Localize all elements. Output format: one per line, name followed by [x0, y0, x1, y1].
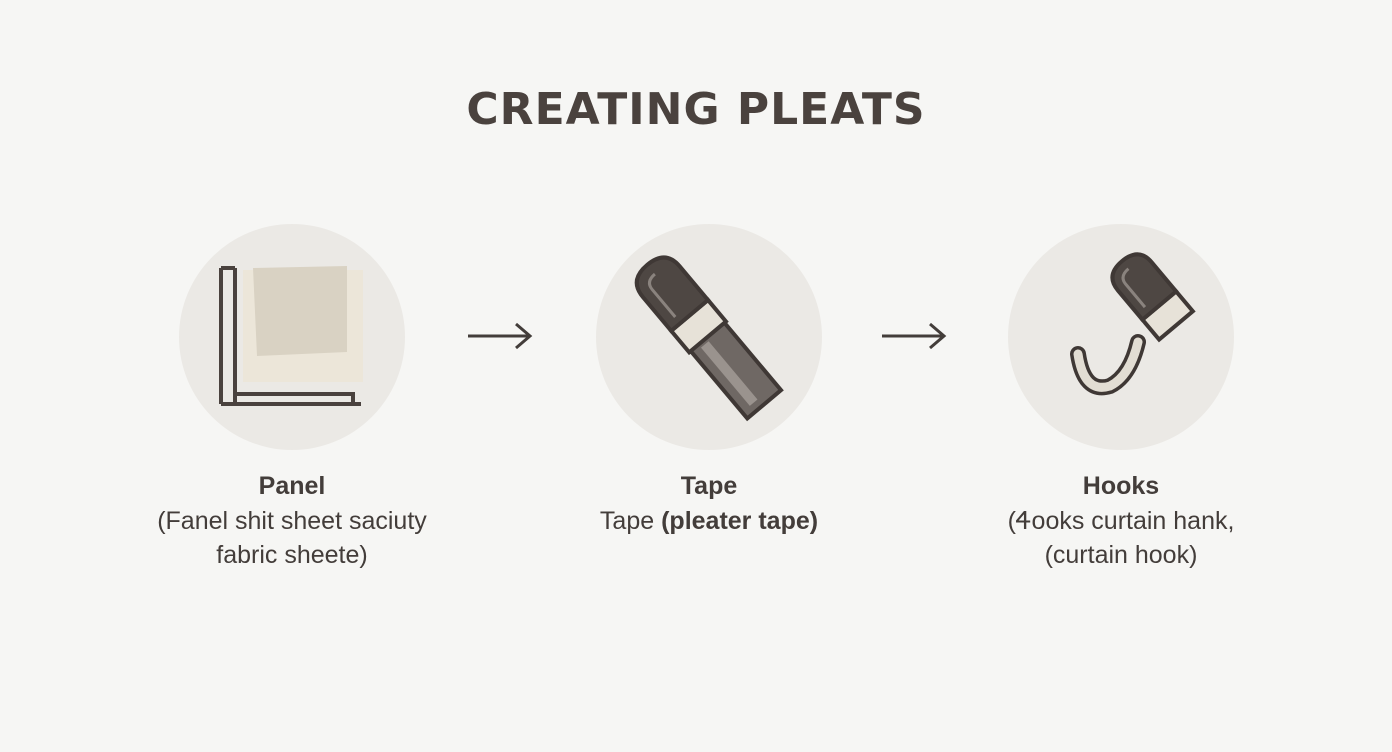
step-hooks-desc-line2: (curtain hook): [1044, 541, 1198, 569]
step-panel: Panel (Fanel shit sheet saciuty fabric s…: [112, 224, 472, 572]
step-panel-desc-line2: fabric sheete): [216, 541, 368, 569]
step-hooks: Hooks (Ꮞooks curtain hank, (curtain hook…: [941, 224, 1301, 572]
curtain-hook-icon: [1070, 252, 1196, 396]
fabric-panel-icon: [219, 266, 363, 406]
tape-circle: [596, 224, 822, 450]
step-hooks-name: Hooks: [1082, 472, 1160, 500]
step-panel-name: Panel: [258, 472, 326, 500]
pleater-tape-icon: [634, 255, 784, 422]
step-tape-desc-b: (pleater tape): [661, 507, 819, 535]
panel-circle: [179, 224, 405, 450]
diagram-title: CREATING PLEATS: [466, 84, 926, 135]
step-hooks-desc-line1: (Ꮞooks curtain hank,: [1007, 507, 1235, 535]
step-panel-desc-line1: (Fanel shit sheet saciuty: [157, 507, 427, 535]
step-tape-name: Tape: [680, 472, 738, 500]
step-tape-desc-a: Tape: [599, 507, 662, 535]
step-tape: Tape Tape (pleater tape): [529, 224, 889, 538]
arrow-right-icon: [468, 322, 533, 350]
hooks-circle: [1008, 224, 1234, 450]
step-tape-desc: Tape (pleater tape): [529, 504, 889, 538]
arrow-right-icon: [882, 322, 947, 350]
